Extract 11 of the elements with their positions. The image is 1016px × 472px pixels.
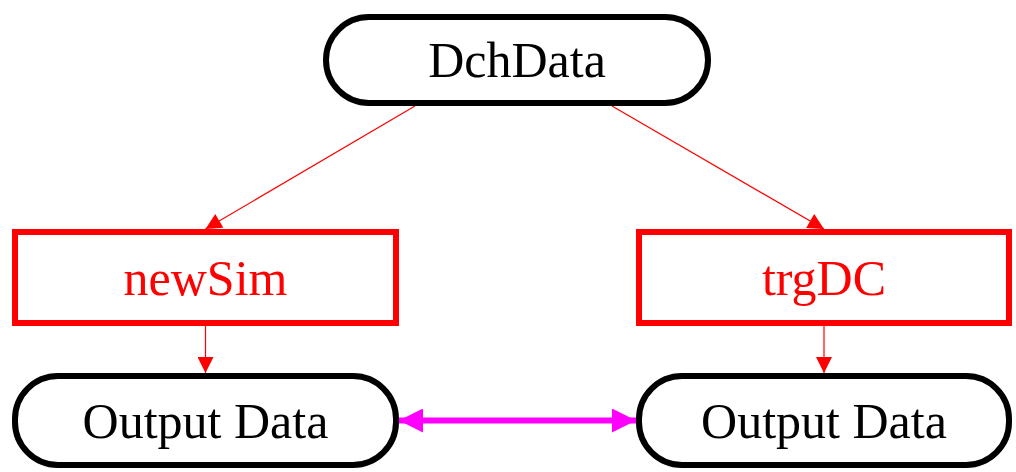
arrow [816, 325, 832, 374]
arrow [204, 105, 416, 230]
arrow [197, 325, 214, 374]
terminal-pill [12, 373, 399, 468]
arrow [611, 105, 825, 230]
process-box [12, 229, 399, 326]
terminal-pill [323, 14, 711, 106]
node-label: DchData [428, 35, 606, 85]
terminal-pill [636, 373, 1012, 468]
node-label: newSim [123, 252, 288, 303]
process-box [636, 229, 1012, 326]
